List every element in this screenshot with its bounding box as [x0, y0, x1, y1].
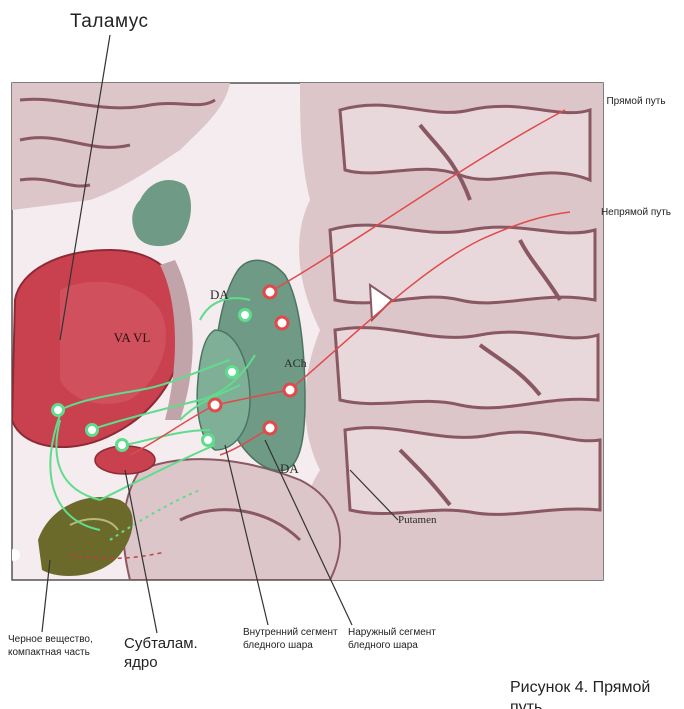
gyrus-fold	[345, 428, 600, 515]
figure-caption: Рисунок 4. Прямой путь	[510, 678, 680, 709]
dopamine-label-bottom: DA	[280, 461, 299, 477]
substantia-nigra-label: Черное вещество, компактная часть	[8, 634, 118, 659]
gyrus-fold	[335, 328, 598, 408]
thalamus-label: Таламус	[70, 10, 149, 34]
putamen-label: Putamen	[398, 514, 437, 527]
direct-pathway-label: Прямой путь	[598, 96, 674, 109]
edge-marker	[8, 549, 20, 561]
gp-external-label: Наружный сегмент бледного шара	[348, 627, 448, 652]
dopamine-label-top: DA	[210, 287, 229, 303]
acetylcholine-label: ACh	[284, 356, 307, 370]
gp-internal-label: Внутренний сегмент бледного шара	[243, 627, 343, 652]
indirect-pathway-label: Непрямой путь	[598, 207, 674, 220]
subthalamic-nucleus-label: Субталам. ядро	[124, 635, 234, 673]
va-vl-label: VA VL	[108, 330, 156, 346]
